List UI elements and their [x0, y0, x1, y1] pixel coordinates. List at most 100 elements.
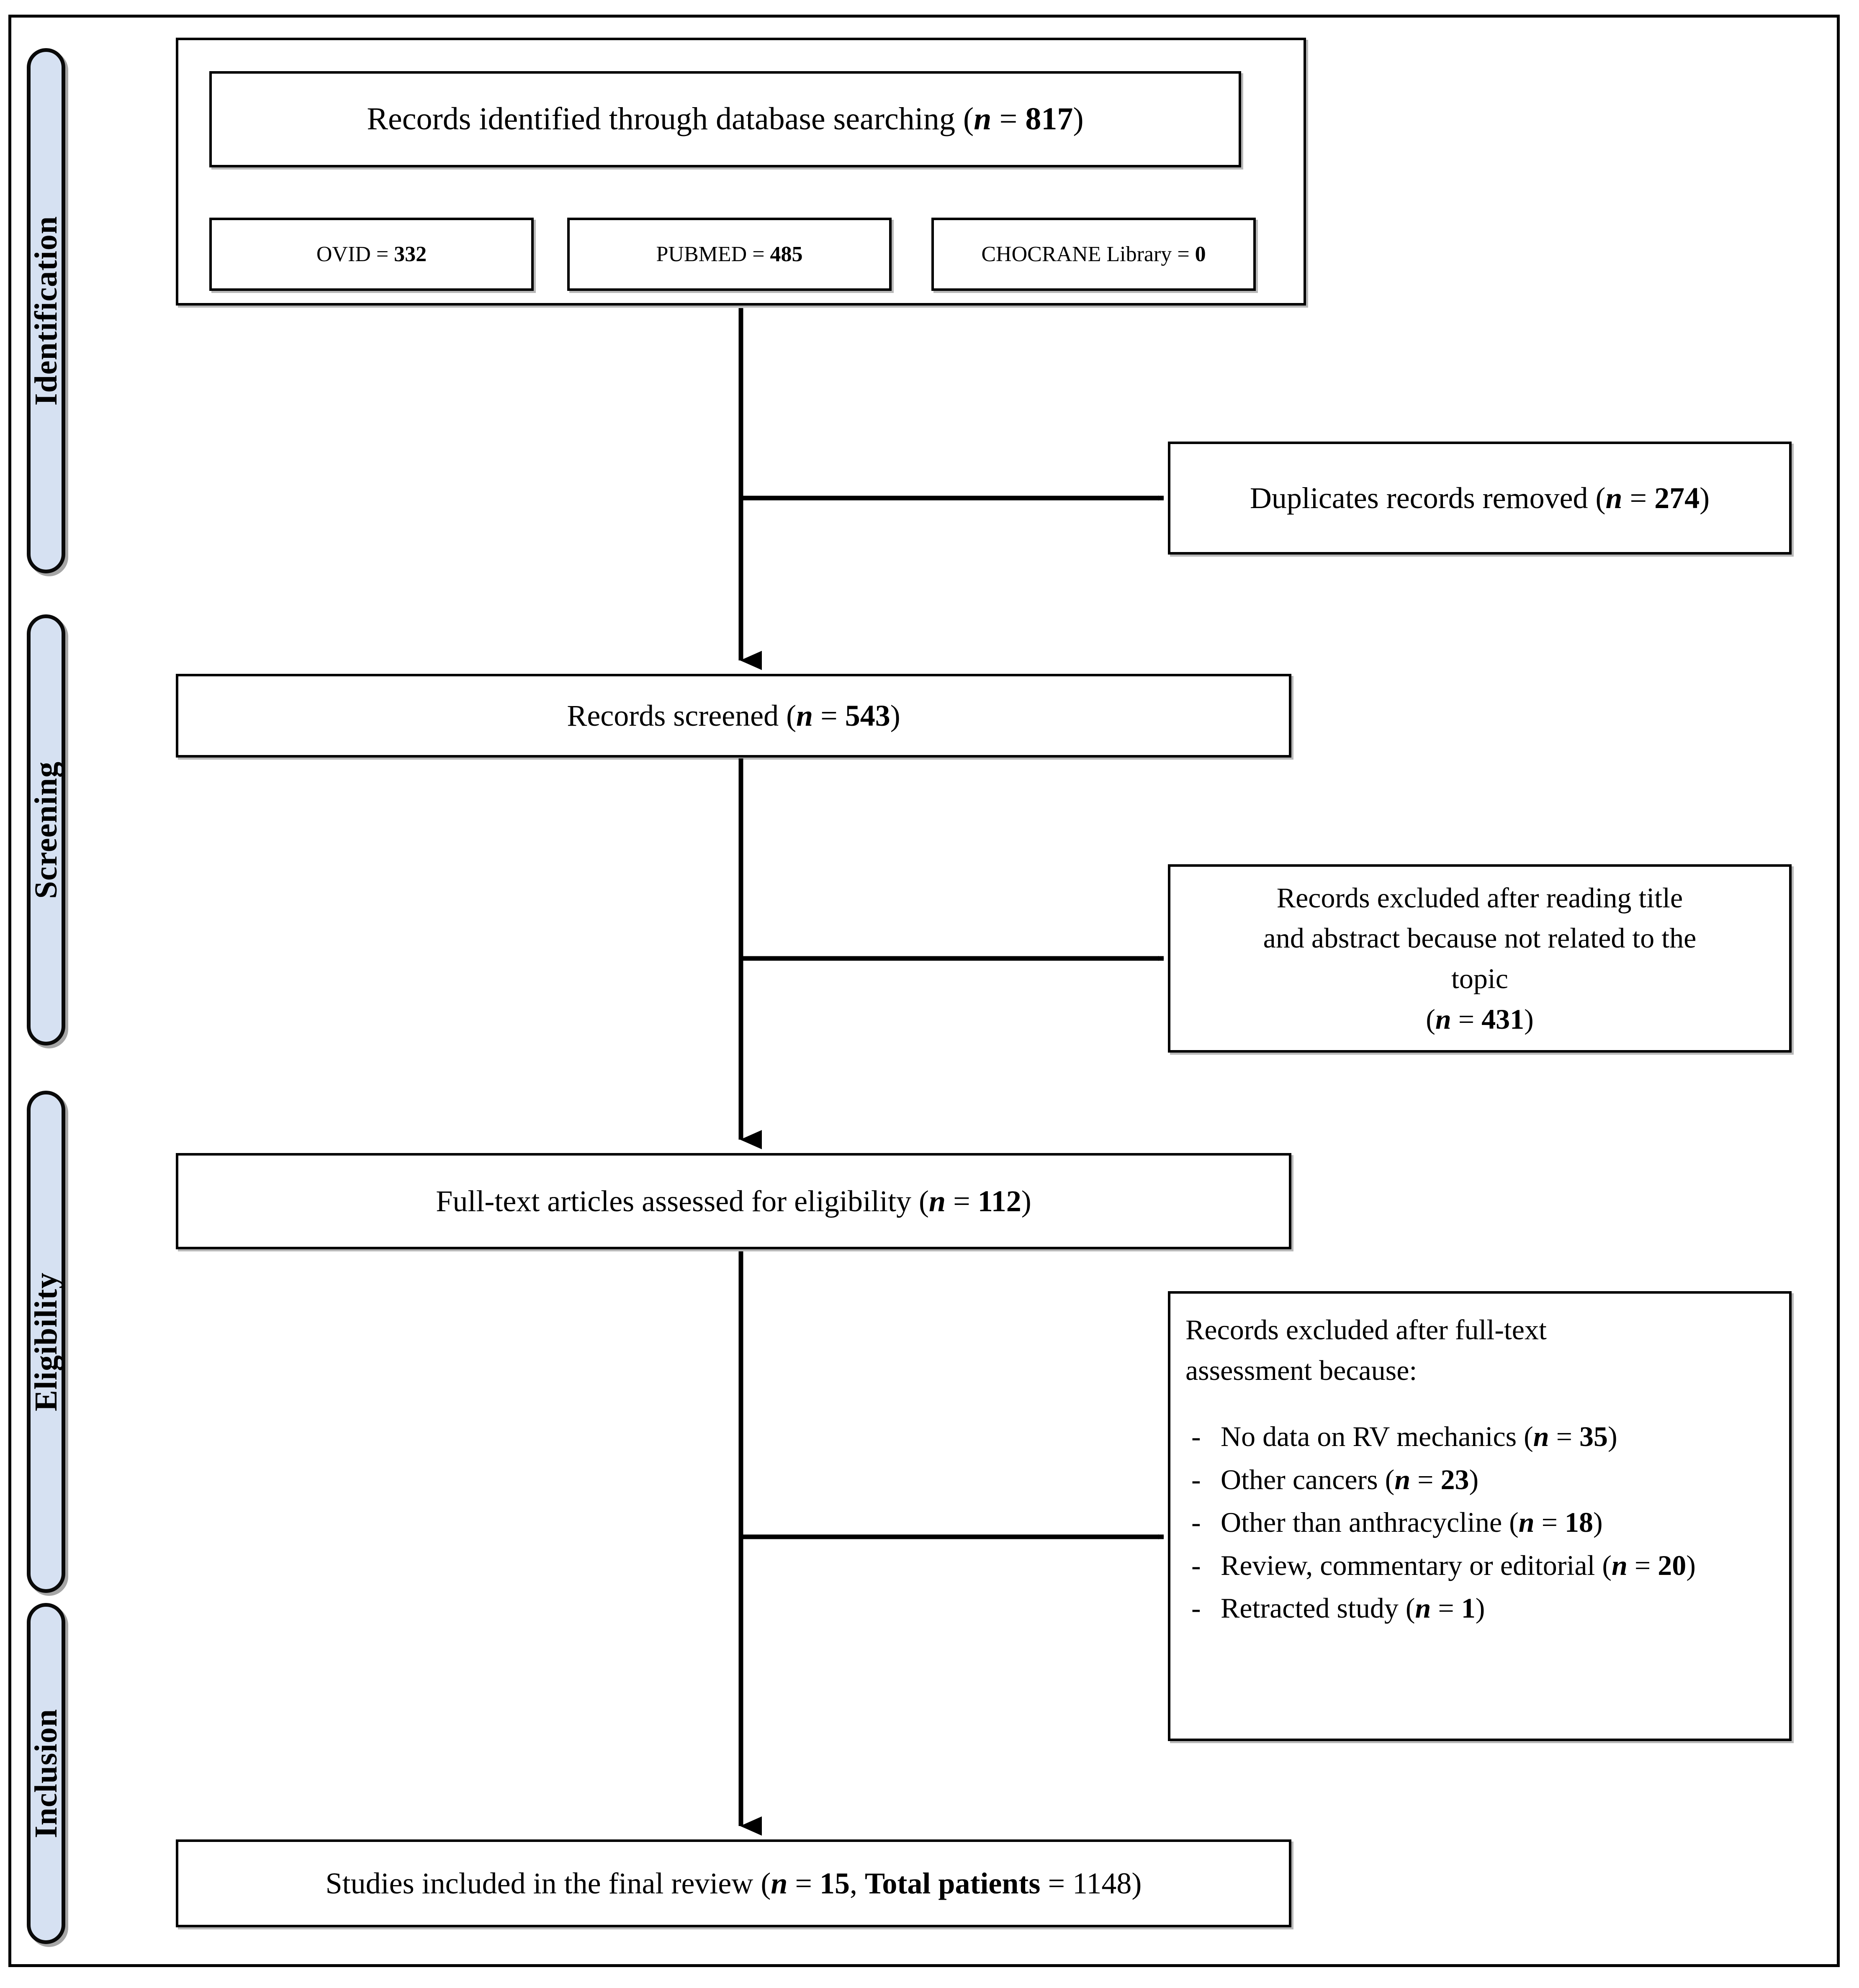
records-identified-label: Records identified through database sear…: [367, 101, 974, 137]
reason-3-eq: =: [1627, 1549, 1658, 1581]
reason-3-suffix: ): [1686, 1549, 1696, 1581]
node-records-screened-text: Records screened (n = 543): [557, 694, 910, 737]
phase-tab-screening[interactable]: Screening: [27, 614, 65, 1045]
excluded-ta-suffix: ): [1524, 1003, 1534, 1035]
node-fulltext-assessed[interactable]: Full-text articles assessed for eligibil…: [176, 1153, 1291, 1249]
node-duplicates-removed[interactable]: Duplicates records removed (n = 274): [1168, 442, 1792, 555]
excluded-ta-value: 431: [1481, 1003, 1525, 1035]
excluded-ft-lead: Records excluded after full-text assessm…: [1185, 1310, 1775, 1390]
phase-tab-screening-label: Screening: [28, 761, 64, 899]
studies-included-suffix: ): [1131, 1866, 1142, 1900]
node-duplicates-removed-text: Duplicates records removed (n = 274): [1240, 477, 1720, 519]
reason-2-suffix: ): [1593, 1506, 1603, 1539]
source-pubmed-value: 485: [770, 242, 803, 266]
source-ovid-value: 332: [394, 242, 427, 266]
node-source-ovid-text: OVID = 332: [306, 239, 437, 270]
node-source-pubmed[interactable]: PUBMED = 485: [567, 218, 892, 291]
studies-included-total-value: 1148: [1072, 1866, 1132, 1900]
node-records-excluded-fulltext[interactable]: Records excluded after full-text assessm…: [1168, 1291, 1792, 1741]
list-item: Other cancers (n = 23): [1185, 1459, 1775, 1500]
phase-tab-inclusion[interactable]: Inclusion: [27, 1603, 65, 1944]
studies-included-total-eq: =: [1040, 1866, 1073, 1900]
reason-4-value: 1: [1461, 1592, 1476, 1624]
reason-2-n-symbol: n: [1518, 1506, 1535, 1539]
source-pubmed-name: PUBMED: [656, 242, 747, 266]
duplicates-removed-eq: =: [1622, 481, 1655, 515]
fulltext-assessed-eq: =: [946, 1184, 978, 1218]
node-records-excluded-title-abstract[interactable]: Records excluded after reading title and…: [1168, 864, 1792, 1053]
fulltext-assessed-n-symbol: n: [929, 1184, 946, 1218]
node-studies-included-text: Studies included in the final review (n …: [316, 1862, 1152, 1905]
identification-group-container: [176, 38, 1306, 306]
records-identified-suffix: ): [1073, 101, 1084, 137]
studies-included-total-label: Total patients: [865, 1866, 1041, 1900]
duplicates-removed-suffix: ): [1700, 481, 1710, 515]
reason-1-suffix: ): [1469, 1463, 1479, 1495]
records-screened-value: 543: [845, 699, 890, 732]
reason-2-eq: =: [1534, 1506, 1565, 1539]
reason-2-value: 18: [1564, 1506, 1593, 1539]
reason-0-n-symbol: n: [1533, 1420, 1549, 1453]
reason-3-text: Review, commentary or editorial (: [1221, 1549, 1612, 1581]
reason-4-eq: =: [1431, 1592, 1461, 1624]
phase-tab-identification-label: Identification: [28, 216, 64, 406]
records-identified-eq: =: [991, 101, 1026, 137]
node-records-screened[interactable]: Records screened (n = 543): [176, 674, 1291, 758]
phase-tab-eligibility[interactable]: Eligibility: [27, 1091, 65, 1593]
fulltext-assessed-suffix: ): [1021, 1184, 1031, 1218]
studies-included-n-symbol: n: [771, 1866, 788, 1900]
records-screened-eq: =: [813, 699, 845, 732]
studies-included-label: Studies included in the final review (: [325, 1866, 771, 1900]
reason-1-eq: =: [1410, 1463, 1441, 1495]
phase-tab-eligibility-label: Eligibility: [28, 1272, 64, 1411]
reason-4-text: Retracted study (: [1221, 1592, 1415, 1624]
node-source-cochrane[interactable]: CHOCRANE Library = 0: [931, 218, 1256, 291]
reason-3-value: 20: [1658, 1549, 1687, 1581]
reason-4-suffix: ): [1475, 1592, 1485, 1624]
reason-0-text: No data on RV mechanics (: [1221, 1420, 1533, 1453]
records-identified-value: 817: [1025, 101, 1073, 137]
excluded-ta-line2: and abstract because not related to the: [1263, 922, 1697, 954]
excluded-ft-lead-line2: assessment because:: [1185, 1354, 1417, 1386]
reason-1-value: 23: [1440, 1463, 1469, 1495]
list-item: Retracted study (n = 1): [1185, 1588, 1775, 1628]
duplicates-removed-value: 274: [1654, 481, 1700, 515]
excluded-ta-open-paren: (: [1426, 1003, 1435, 1035]
source-pubmed-eq: =: [747, 242, 770, 266]
duplicates-removed-label: Duplicates records removed (: [1250, 481, 1606, 515]
list-item: No data on RV mechanics (n = 35): [1185, 1416, 1775, 1457]
excluded-ft-lead-line1: Records excluded after full-text: [1185, 1314, 1547, 1346]
reason-3-n-symbol: n: [1612, 1549, 1628, 1581]
list-item: Other than anthracycline (n = 18): [1185, 1502, 1775, 1543]
list-item: Review, commentary or editorial (n = 20): [1185, 1545, 1775, 1586]
reason-0-eq: =: [1549, 1420, 1579, 1453]
reason-1-text: Other cancers (: [1221, 1463, 1395, 1495]
duplicates-removed-n-symbol: n: [1605, 481, 1622, 515]
records-identified-n-symbol: n: [974, 101, 992, 137]
source-cochrane-value: 0: [1195, 242, 1206, 266]
excluded-ta-line3: topic: [1451, 963, 1508, 994]
excluded-ta-n-symbol: n: [1435, 1003, 1451, 1035]
phase-tab-inclusion-label: Inclusion: [28, 1709, 64, 1838]
node-source-cochrane-text: CHOCRANE Library = 0: [971, 239, 1216, 270]
source-ovid-name: OVID: [316, 242, 371, 266]
node-records-identified[interactable]: Records identified through database sear…: [209, 71, 1241, 167]
node-studies-included[interactable]: Studies included in the final review (n …: [176, 1839, 1291, 1927]
excluded-ft-reason-list: No data on RV mechanics (n = 35) Other c…: [1185, 1416, 1775, 1628]
studies-included-eq: =: [787, 1866, 820, 1900]
records-screened-n-symbol: n: [796, 699, 813, 732]
excluded-ta-line1: Records excluded after reading title: [1276, 881, 1683, 914]
fulltext-assessed-value: 112: [977, 1184, 1021, 1218]
node-source-ovid[interactable]: OVID = 332: [209, 218, 534, 291]
source-ovid-eq: =: [370, 242, 394, 266]
studies-included-mid: ,: [850, 1866, 865, 1900]
phase-tab-identification[interactable]: Identification: [27, 48, 65, 573]
excluded-ta-eq: =: [1451, 1003, 1482, 1035]
diagram-outer-frame: [8, 15, 1840, 1967]
source-cochrane-name: CHOCRANE Library: [981, 242, 1172, 266]
records-screened-label: Records screened (: [567, 699, 797, 732]
studies-included-value: 15: [820, 1866, 850, 1900]
reason-2-text: Other than anthracycline (: [1221, 1506, 1519, 1539]
node-records-identified-text: Records identified through database sear…: [357, 97, 1093, 142]
node-fulltext-assessed-text: Full-text articles assessed for eligibil…: [426, 1180, 1041, 1223]
